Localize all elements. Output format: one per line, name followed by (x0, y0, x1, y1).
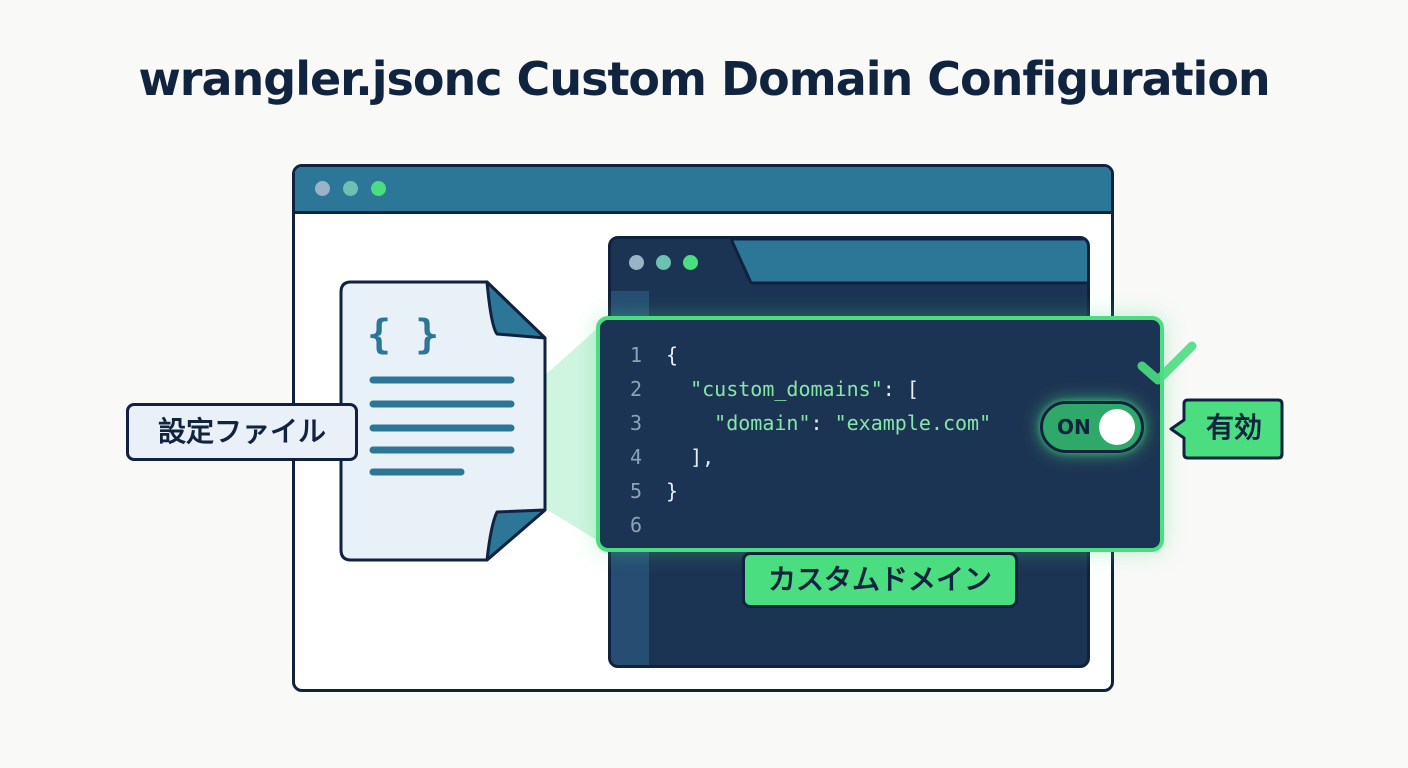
code-punctuation: ], (666, 445, 715, 469)
code-string: "custom_domains" (690, 377, 883, 401)
code-string: "domain" (714, 411, 811, 435)
custom-domain-label: カスタムドメイン (742, 552, 1018, 608)
code-string: "example.com" (834, 411, 992, 435)
window-dot-icon (656, 255, 671, 270)
code-punctuation (666, 411, 714, 435)
toggle-label: ON (1057, 415, 1091, 439)
line-number: 4 (630, 445, 643, 469)
check-icon (1137, 341, 1197, 385)
code-punctuation: : (810, 411, 835, 435)
code-punctuation: { (666, 343, 679, 367)
code-line: 5} (600, 474, 1160, 508)
enabled-callout (1169, 398, 1284, 460)
window-dot-icon (629, 255, 644, 270)
line-number: 2 (630, 377, 643, 401)
enable-toggle[interactable]: ON (1040, 401, 1144, 453)
braces-glyph: { } (367, 312, 439, 358)
page-title: wrangler.jsonc Custom Domain Configurati… (138, 52, 1270, 106)
code-text: "custom_domains": [ (666, 372, 919, 406)
line-number: 1 (630, 343, 643, 367)
code-line: 2 "custom_domains": [ (600, 372, 1160, 406)
line-number: 5 (630, 479, 643, 503)
settings-file-label: 設定ファイル (126, 403, 358, 461)
code-text: { (666, 338, 678, 372)
connector-beam (544, 326, 600, 542)
line-number: 6 (630, 513, 643, 537)
window-dot-icon (315, 181, 330, 196)
code-text: ], (666, 440, 714, 474)
code-punctuation: : [ (882, 377, 919, 401)
window-dot-icon (343, 181, 358, 196)
window-dot-icon (371, 181, 386, 196)
toggle-knob (1099, 409, 1135, 445)
code-line: 6 (600, 508, 1160, 542)
code-line: 3 "domain": "example.com" (600, 406, 1160, 440)
line-number: 3 (630, 411, 643, 435)
code-line: 1{ (600, 338, 1160, 372)
code-punctuation: } (666, 479, 679, 503)
window-dot-icon (683, 255, 698, 270)
browser-title-bar (295, 167, 1111, 214)
code-line: 4 ], (600, 440, 1160, 474)
enabled-label: 有効 (1205, 411, 1262, 444)
json-document-icon: { } (339, 280, 547, 562)
code-text: "domain": "example.com" (666, 406, 991, 440)
code-text: } (666, 474, 678, 508)
code-punctuation (666, 377, 690, 401)
